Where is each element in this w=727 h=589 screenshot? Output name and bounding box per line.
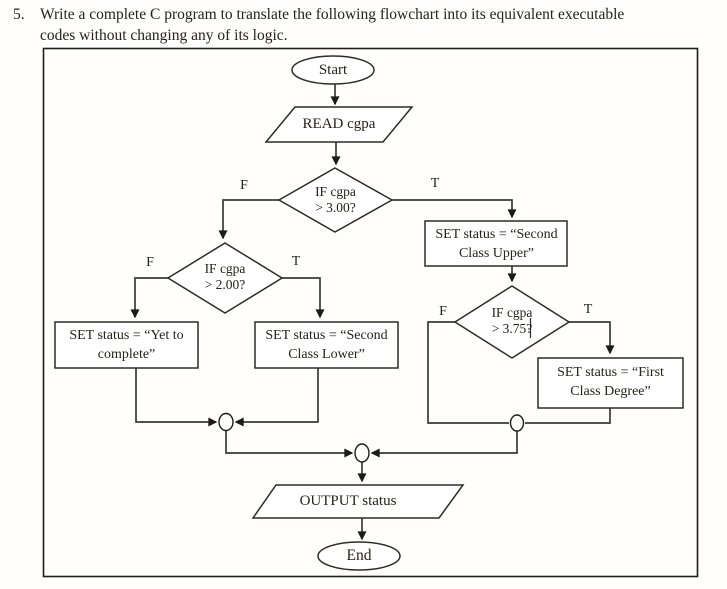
set-yet-to-complete-box — [54, 321, 199, 369]
process-text-line: Class Degree” — [570, 383, 651, 399]
process-text-line: SET status = “Second — [435, 227, 558, 242]
false-branch-label-d1: F — [240, 178, 248, 193]
false-branch-label-d3: F — [439, 304, 447, 319]
true-branch-label-d2: T — [291, 254, 301, 269]
read-parallelogram — [264, 106, 414, 143]
process-text-line: SET status = “Yet to — [69, 328, 184, 343]
edge-lower-conn1 — [234, 368, 319, 427]
decision-cgpa-3-75-diamond — [453, 285, 571, 359]
start-label: Start — [318, 62, 348, 78]
true-branch-label-d1: T — [430, 176, 440, 191]
edge-d3-true — [569, 321, 615, 355]
decision-cgpa-3-75-label: IF cgpa > 3.75? — [455, 305, 569, 337]
question-line-1: Write a complete C program to translate … — [40, 6, 625, 23]
decision-text-line: > 3.00? — [315, 200, 356, 215]
output-status-label: OUTPUT status — [299, 493, 397, 509]
edge-conn3-conn2 — [370, 431, 518, 458]
decision-cgpa-2-00-label: IF cgpa > 2.00? — [168, 261, 282, 293]
end-terminator — [317, 541, 401, 571]
decision-text-line: IF cgpa — [315, 184, 356, 199]
edge-d2-false — [130, 277, 168, 319]
process-text-line: Class Lower” — [288, 346, 365, 362]
set-second-upper-label: SET status = “Second Class Upper” — [426, 226, 567, 263]
decision-cgpa-2-00-diamond — [166, 242, 284, 314]
set-second-lower-box — [254, 321, 399, 369]
question-number: 5. — [13, 6, 25, 23]
false-branch-label-d2: F — [146, 255, 154, 270]
process-text-line: complete” — [97, 346, 156, 362]
merge-connector-left — [218, 412, 234, 432]
output-parallelogram — [251, 484, 465, 519]
edge-first-conn3 — [525, 408, 611, 424]
process-text-line: Class Upper” — [458, 245, 535, 261]
merge-connector-right — [509, 414, 525, 432]
set-second-lower-label: SET status = “Second Class Lower” — [256, 327, 397, 364]
true-branch-label-d3: T — [583, 302, 593, 317]
decision-cgpa-3-00-diamond — [277, 167, 394, 233]
set-yet-to-complete-label: SET status = “Yet to complete” — [56, 327, 197, 364]
edge-d1-true — [392, 199, 517, 219]
end-label: End — [346, 547, 372, 564]
decision-text-line: > 3.75? — [491, 321, 533, 336]
set-first-class-box — [537, 357, 684, 409]
edge-yet-conn1 — [135, 368, 218, 427]
set-second-upper-box — [424, 220, 568, 267]
process-text-line: SET status = “First — [557, 365, 664, 380]
decision-text-line: > 2.00? — [204, 277, 246, 292]
question-line-2: codes without changing any of its logic. — [40, 27, 288, 44]
start-terminator — [291, 55, 375, 85]
decision-text-line: IF cgpa — [204, 261, 246, 276]
decision-cgpa-3-00-label: IF cgpa > 3.00? — [279, 184, 392, 216]
edge-d3-false — [427, 321, 509, 424]
read-cgpa-label: READ cgpa — [302, 116, 376, 132]
process-text-line: SET status = “Second — [265, 328, 388, 343]
edge-conn1-conn2 — [225, 430, 354, 458]
decision-text-line: IF cgpa — [491, 305, 533, 320]
set-first-class-label: SET status = “First Class Degree” — [539, 364, 682, 401]
edge-d2-true — [282, 277, 325, 319]
merge-connector-center — [354, 443, 370, 463]
edge-d1-false — [218, 199, 279, 240]
figure-border — [42, 47, 699, 578]
